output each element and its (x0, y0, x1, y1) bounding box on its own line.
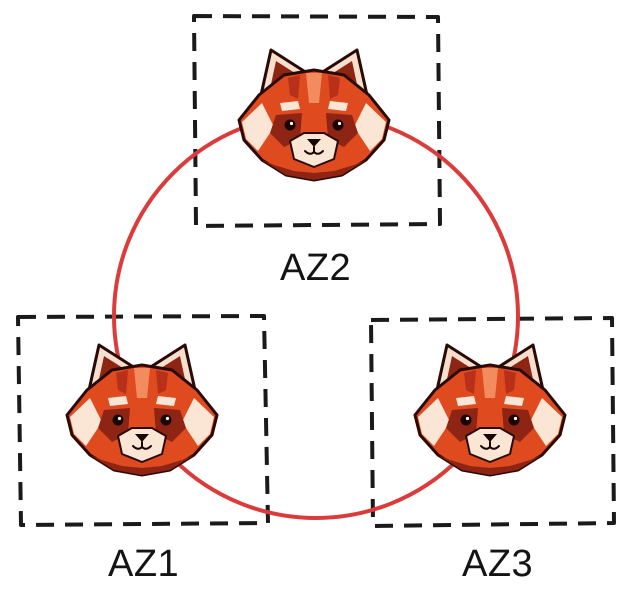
az2-label: AZ2 (280, 247, 352, 289)
az2-red-panda-icon (237, 48, 391, 182)
az3-red-panda-icon (413, 343, 567, 477)
az1-label: AZ1 (108, 543, 180, 585)
az3-zone-box (369, 316, 616, 528)
az1-red-panda-icon (65, 343, 219, 477)
az3-label: AZ3 (462, 543, 534, 585)
az1-zone-box (16, 314, 270, 527)
